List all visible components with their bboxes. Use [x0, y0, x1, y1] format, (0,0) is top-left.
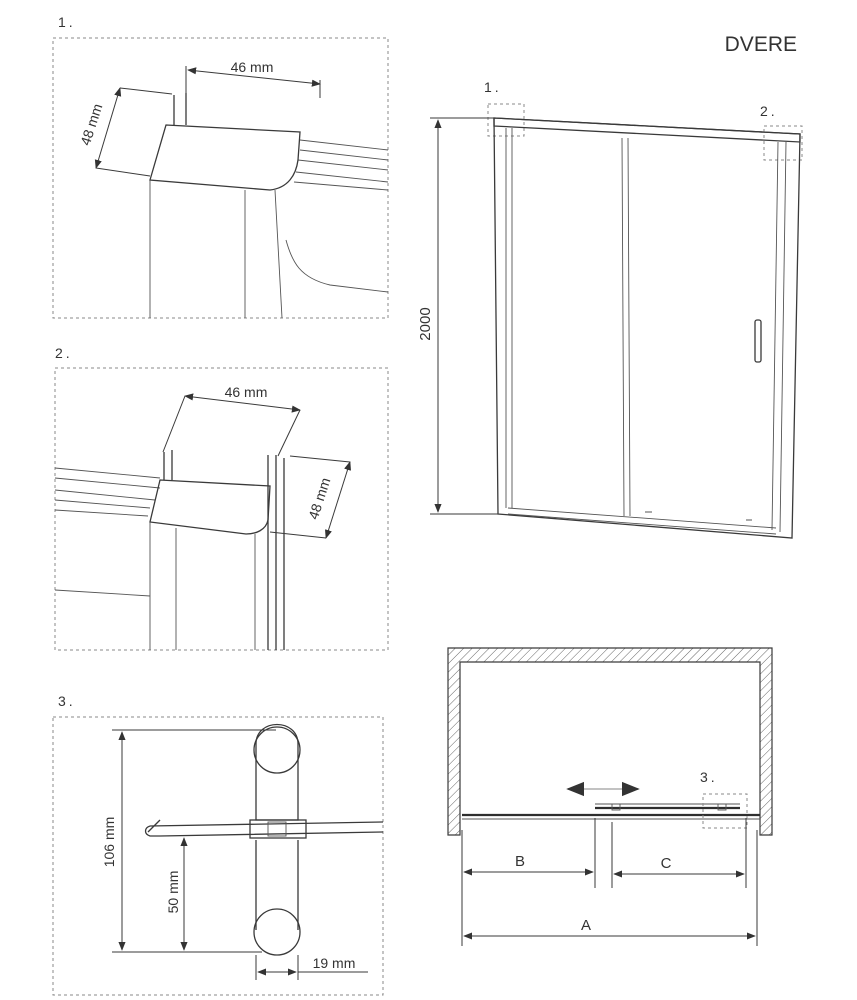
door-height-label: 2000 — [417, 307, 434, 340]
detail-2-width-label: 46 mm — [225, 384, 268, 400]
detail-1-profile — [149, 93, 389, 319]
plan-dimension-b-label: B — [515, 853, 525, 870]
detail-3-number: 3. — [58, 693, 76, 709]
detail-3-offset-label: 50 mm — [165, 871, 181, 914]
detail-2: 2. 46 mm 48 mm — [54, 345, 389, 651]
plan-wall — [447, 647, 773, 836]
detail-1-frame — [52, 37, 389, 319]
detail-3-roller — [144, 723, 384, 956]
page-title: DVERE — [725, 33, 797, 56]
detail-2-width-dimension — [184, 393, 301, 413]
detail-2-ext-left — [162, 395, 186, 453]
door-elevation: 1. 2. 2000 — [417, 79, 803, 539]
detail-1-height-dimension — [94, 87, 122, 169]
plan-callout-3: 3. — [700, 769, 718, 785]
detail-2-ext-top — [289, 455, 351, 463]
door-top-rail — [493, 117, 801, 143]
door-panel-split — [621, 137, 631, 517]
detail-2-ext-right — [277, 409, 301, 457]
detail-1-number: 1. — [58, 14, 76, 30]
detail-3-total-height-label: 106 mm — [101, 817, 117, 868]
detail-2-number: 2. — [55, 345, 73, 361]
detail-2-profile — [54, 450, 285, 650]
door-outer-frame — [493, 117, 801, 539]
door-handle — [754, 319, 762, 363]
detail-3-width-label: 19 mm — [313, 955, 356, 971]
door-callout-2-box — [763, 125, 803, 161]
detail-2-height-dimension — [325, 461, 351, 539]
detail-1-height-label: 48 mm — [77, 102, 105, 148]
plan-view: 3. B C A — [447, 647, 773, 946]
detail-1-width-dimension — [187, 67, 321, 87]
detail-3: 3. 106 mm 50 mm 19 mm — [52, 693, 384, 996]
detail-1: 1. 46 mm 48 mm — [52, 14, 389, 319]
detail-1-ext-bottom — [95, 167, 151, 177]
detail-2-height-label: 48 mm — [305, 476, 333, 522]
detail-2-frame — [54, 367, 389, 651]
plan-callout-3-box — [702, 793, 748, 829]
detail-1-ext-top — [119, 87, 173, 95]
door-callout-2: 2. — [760, 103, 778, 119]
detail-2-ext-bottom — [269, 531, 327, 539]
plan-dimension-a-label: A — [581, 917, 591, 934]
detail-1-width-label: 46 mm — [231, 59, 274, 75]
plan-dimension-c-label: C — [661, 855, 672, 872]
detail-3-frame — [52, 716, 384, 996]
door-callout-1: 1. — [484, 79, 502, 95]
